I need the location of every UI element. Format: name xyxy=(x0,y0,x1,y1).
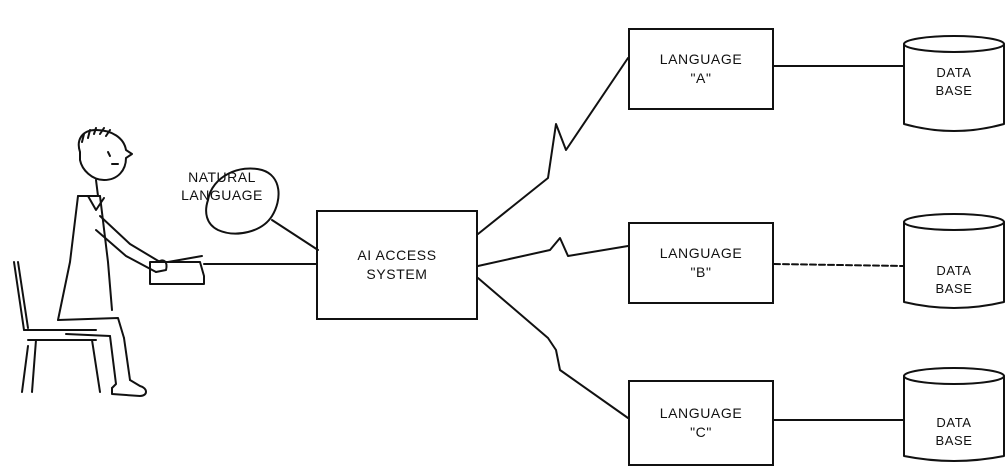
language-a-line-1: LANGUAGE xyxy=(659,51,743,67)
database-1-line-1: DATA xyxy=(936,65,972,80)
database-cylinder-2 xyxy=(903,213,1005,309)
language-a-box: LANGUAGE "A" xyxy=(628,28,774,110)
ai-access-system-box: AI ACCESS SYSTEM xyxy=(316,210,478,320)
database-label-3: DATA BASE xyxy=(904,414,1004,450)
database-2-line-2: BASE xyxy=(935,281,973,296)
natural-language-line-2: LANGUAGE xyxy=(181,187,263,203)
link-b-to-db xyxy=(773,263,905,267)
database-label-2: DATA BASE xyxy=(904,262,1004,298)
language-b-line-1: LANGUAGE xyxy=(659,245,743,261)
natural-language-label: NATURAL LANGUAGE xyxy=(172,168,272,204)
speech-balloon xyxy=(205,167,319,251)
database-3-line-1: DATA xyxy=(936,415,972,430)
database-2-line-1: DATA xyxy=(936,263,972,278)
language-c-box: LANGUAGE "C" xyxy=(628,380,774,466)
language-b-line-2: "B" xyxy=(690,264,712,280)
link-to-language-a xyxy=(477,57,629,235)
terminal xyxy=(149,255,205,285)
database-cylinder-1 xyxy=(903,35,1005,132)
user-figure xyxy=(57,127,168,397)
ai-access-line-1: AI ACCESS xyxy=(357,247,437,263)
link-to-language-b xyxy=(477,237,629,267)
ai-access-line-2: SYSTEM xyxy=(366,266,428,282)
language-c-line-2: "C" xyxy=(690,424,712,440)
database-label-1: DATA BASE xyxy=(904,64,1004,100)
chair xyxy=(13,261,101,393)
natural-language-line-1: NATURAL xyxy=(188,169,256,185)
link-to-language-c xyxy=(477,277,629,419)
database-3-line-2: BASE xyxy=(935,433,973,448)
database-1-line-2: BASE xyxy=(935,83,973,98)
language-b-box: LANGUAGE "B" xyxy=(628,222,774,304)
language-c-line-1: LANGUAGE xyxy=(659,405,743,421)
language-a-line-2: "A" xyxy=(690,70,712,86)
database-cylinder-3 xyxy=(903,367,1005,462)
